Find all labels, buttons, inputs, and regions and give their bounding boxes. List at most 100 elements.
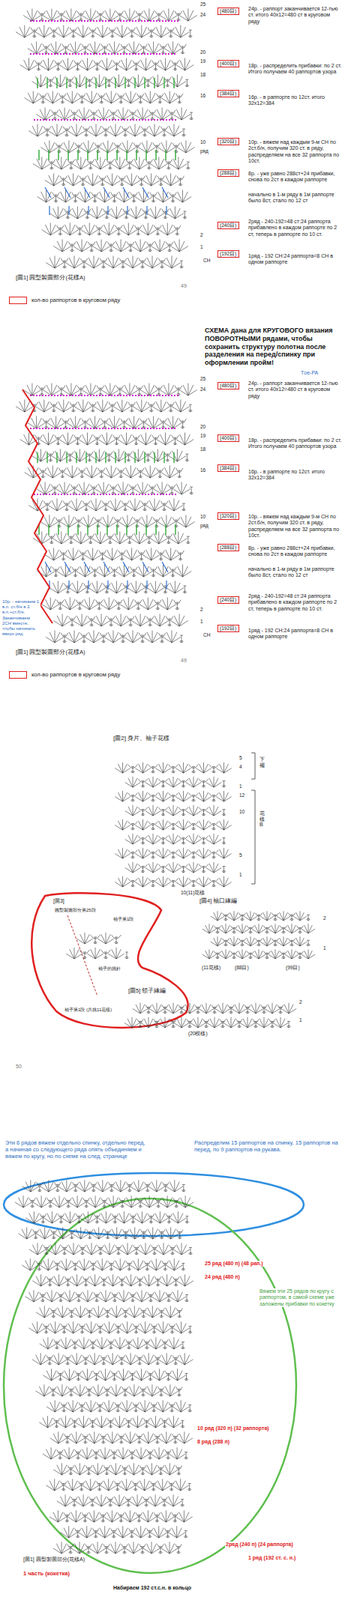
rapport-count-box: (288目)	[217, 169, 240, 177]
annotation-note: начально в 1-м ряду в 1м раппорте было 8…	[247, 192, 343, 205]
chart-label: 袖子第1段	[112, 918, 135, 924]
annotation-note: Эти 6 рядов вяжем отдельно спинку, отдел…	[4, 1140, 149, 1161]
count-text: (240目)	[219, 222, 237, 228]
chart-label: (20模樣)	[187, 1032, 209, 1038]
rapport-count-box: (384目)	[217, 465, 240, 473]
count-text: (400目)	[219, 435, 237, 441]
annotation-note: 10р. - начинаем 1 в.п. ст.б/н в 2 в.п.+с…	[1, 600, 41, 638]
rapport-count-box: (240目)	[217, 597, 240, 605]
chart-label: 19	[199, 433, 207, 440]
legend-swatch	[9, 297, 27, 305]
rapport-count-box: (400目)	[217, 60, 240, 68]
chart-label: 24 ряд (480 п)	[204, 1275, 241, 1282]
chart-label: СН	[202, 633, 211, 639]
rapport-count-box: (320目)	[217, 138, 240, 146]
chart-label: ряд	[199, 148, 210, 155]
highlight-mark	[37, 453, 176, 536]
chart-label: [圖5] 領子緣編	[127, 988, 167, 996]
outline-marks	[3, 753, 304, 1575]
annotation-note: 1ряд - 192 СН:24 раппорта=8 СН в одном р…	[247, 628, 343, 642]
chart-label: 24	[199, 387, 207, 393]
chart-label: [圖1] 圓型製圖部分(花樣A)	[15, 274, 86, 282]
rapport-count-box: (480目)	[217, 382, 240, 390]
rapport-count-box: (192目)	[217, 625, 240, 633]
chart-label: 49	[180, 658, 188, 665]
stitch-texture	[202, 912, 315, 960]
chart-label: [圖1] 圓型製圖部分(花樣A)	[15, 649, 86, 657]
legend-text: кол-во раппортов в круговом ряду	[31, 672, 120, 679]
annotation-note: 18р. - распределить прибавки: по 2 ст. И…	[247, 63, 343, 76]
count-text: (480目)	[219, 8, 237, 14]
chart-label: 5	[238, 756, 243, 762]
chart-label: 1	[238, 873, 243, 879]
chart-label: 18	[199, 72, 207, 78]
annotation-note: СХЕМА дана для КРУГОВОГО вязания ПОВОРОТ…	[204, 327, 345, 368]
annotation-note: 10р. - вяжем над каждым 9-м СН по 2ст.б/…	[247, 139, 343, 165]
stitch-texture	[15, 1181, 194, 1556]
annotation-note: 8р. - уже равно 288ст+24 прибавки, снова…	[247, 171, 343, 184]
count-text: (480目)	[219, 383, 237, 389]
chart-label: 16	[199, 93, 207, 99]
legend-row: кол-во раппортов в круговом ряду	[7, 297, 122, 305]
chart-label: 8 ряд (288 п)	[196, 1440, 231, 1447]
chart-label: 16	[199, 468, 207, 474]
legend-swatch	[9, 672, 27, 680]
annotation-note: Распределим 15 раппортов на спинку, 15 р…	[193, 1140, 342, 1155]
chart-label: ряд	[199, 523, 210, 530]
annotation-note: 8р. - уже равно 288ст+24 прибавки, снова…	[247, 546, 343, 559]
chart-label: 2	[199, 607, 204, 614]
chart-label: 1 ряд (192 ст. с. н.)	[247, 1557, 297, 1563]
chart-label: [圖1] 圓型製圖部分(花樣A)	[22, 1558, 86, 1565]
stitch-texture	[15, 384, 198, 645]
chart-label: (11花樣)	[201, 966, 222, 972]
stitch-texture	[114, 763, 231, 888]
chart-label: 50	[15, 1065, 23, 1071]
chart-label: 10(11)花樣	[180, 891, 206, 897]
chart-label: 12	[238, 793, 246, 800]
chart-label: 24	[199, 12, 207, 18]
chart-label: 49	[180, 283, 188, 290]
chart-label: 袖子的挑針	[97, 967, 122, 973]
chart-label: 18	[199, 447, 207, 453]
annotation-note: 2ряд - 240-192=48 ст:24 раппорта прибавл…	[247, 219, 343, 238]
chart-label: СН	[202, 258, 211, 264]
highlight-mark	[30, 20, 180, 22]
chart-label: 1	[199, 244, 204, 251]
rapport-count-box: (400目)	[217, 435, 240, 443]
count-text: (240目)	[219, 597, 237, 603]
chart-label: Набираем 192 ст.с.н. в кольцо	[112, 1587, 192, 1593]
chart-label: 20	[199, 424, 207, 431]
stitch-texture	[15, 9, 198, 270]
rapport-count-box: (192目)	[217, 250, 240, 258]
chart-label: 20	[199, 49, 207, 56]
chart-label: 花樣B	[258, 811, 266, 829]
highlight-mark	[30, 53, 177, 55]
annotation-note: 10р. - вяжем над каждым 9-м СН по 2ст.б/…	[247, 514, 343, 540]
annotation-note: 1ряд - 192 СН:24 раппорта=8 СН в одном р…	[247, 253, 343, 267]
chart-label: 1	[238, 784, 243, 791]
count-text: (320目)	[219, 138, 237, 144]
highlight-mark	[37, 78, 176, 161]
count-text: (400目)	[219, 60, 237, 66]
chart-label: 25 ряд (480 п) (48 рап.)	[204, 1262, 264, 1269]
chart-label: [圖4] 袖口緣編	[198, 898, 238, 906]
count-text: (192目)	[219, 626, 237, 632]
annotation-note: 2ряд - 240-192=48 ст:24 раппорта прибавл…	[247, 594, 343, 613]
highlight-mark	[30, 395, 180, 397]
annotation-note: 16р. - в раппорте по 12ст. итого 32х12=3…	[247, 469, 343, 483]
legend-text: кол-во раппортов в круговом ряду	[31, 297, 120, 304]
annotation-note: 24р. - раппорт заканчивается 12-тью ст. …	[247, 381, 343, 400]
rapport-count-box: (288目)	[217, 544, 240, 552]
annotation-note: начально в 1-м ряду в 1м раппорте было 8…	[247, 567, 343, 580]
chart-label: 5	[238, 853, 243, 860]
annotation-note: 18р. - распределить прибавки: по 2 ст. И…	[247, 438, 343, 451]
chart-label: 1 часть (кокетка)	[22, 1572, 71, 1579]
rapport-count-box: (320目)	[217, 513, 240, 521]
chart-label: 2ряд (240 п) (24 раппорта)	[225, 1543, 294, 1550]
stitch-texture	[66, 933, 129, 960]
count-text: (320目)	[219, 513, 237, 519]
highlight-mark	[45, 562, 168, 591]
highlight-mark	[33, 119, 177, 121]
chart-label: Tое-РА	[300, 370, 319, 377]
